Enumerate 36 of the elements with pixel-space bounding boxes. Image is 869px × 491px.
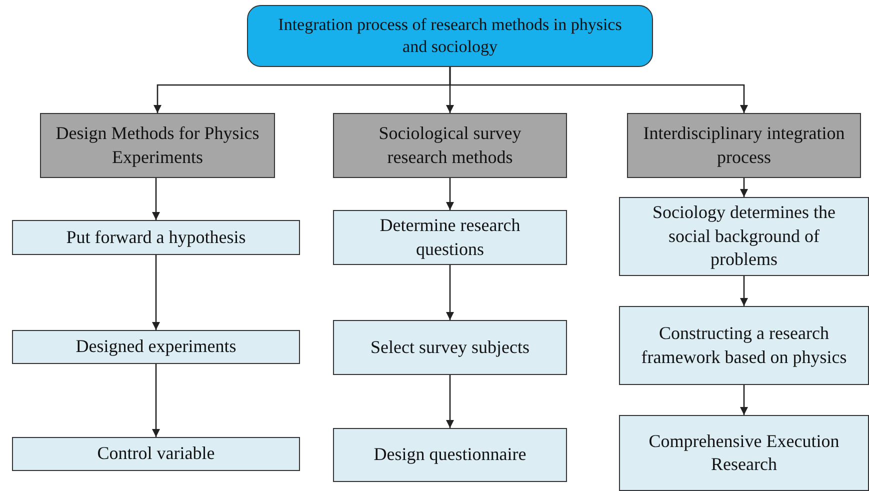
process-box [619,197,869,276]
arrow [446,375,454,428]
process-box [619,306,869,385]
box-label: Comprehensive Execution Research [648,430,840,476]
box-label: Integration process of research methods in physics and sociology [277,14,623,58]
process-box [12,220,300,255]
box-label: Put forward a hypothesis [66,226,246,249]
box-label: Design questionnaire [374,443,526,466]
arrow [152,178,160,220]
arrow [152,364,160,437]
category-box [627,113,861,178]
process-box [12,437,300,471]
box-label: Select survey subjects [370,336,530,359]
box-label: Design Methods for Physics Experiments [55,122,260,169]
category-box [40,113,275,178]
box-label: Determine research questions [378,214,522,261]
arrow [446,265,454,320]
process-box [333,428,567,482]
box-label: Constructing a research framework based on physics [640,322,848,369]
process-box [619,415,869,491]
box-label: Interdisciplinary integration process [642,122,846,169]
arrow [740,276,748,306]
title-box [247,5,653,67]
arrow [740,385,748,415]
arrow [152,255,160,330]
box-label: Sociological survey research methods [378,122,522,168]
arrow [446,178,454,210]
process-box [333,320,567,375]
process-box [333,210,567,265]
arrow [740,178,748,197]
process-box [12,330,300,364]
box-label: Control variable [97,442,215,466]
category-box [333,113,567,178]
box-label: Designed experiments [76,335,236,358]
arrow [449,67,748,113]
box-label: Sociology determines the social background of problems [652,201,836,272]
